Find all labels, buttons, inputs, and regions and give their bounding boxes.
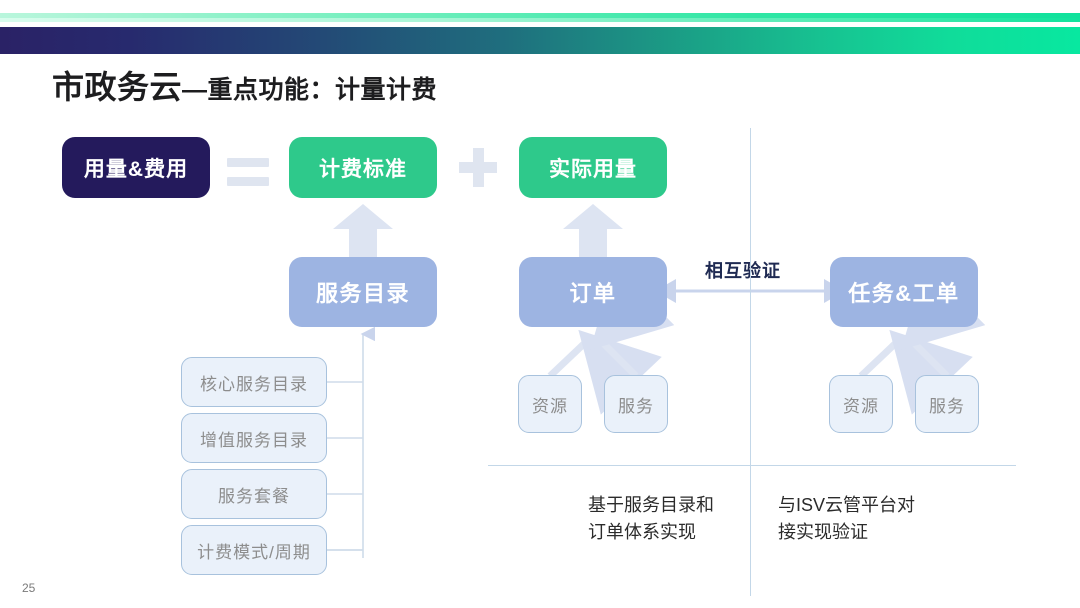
top-accent-bar-thin-secondary [0,18,1080,22]
catalog-tree-connector [327,326,375,558]
plus-bar-vertical [472,148,484,187]
page-title: 市政务云—重点功能：计量计费 [52,62,437,108]
catalog-item-3[interactable]: 计费模式/周期 [181,525,327,575]
node-order-label: 订单 [569,281,617,306]
equals-operator-icon [227,158,269,186]
task-leaf-arrows [858,265,986,415]
formula-result-box[interactable]: 用量&费用 [62,137,210,198]
catalog-item-0[interactable]: 核心服务目录 [181,357,327,407]
order-leaf-0-label: 资源 [532,396,568,416]
node-service-catalog[interactable]: 服务目录 [289,257,437,327]
task-leaf-1-label: 服务 [929,396,965,416]
catalog-item-0-label: 核心服务目录 [200,374,308,394]
order-leaf-arrows [547,265,675,415]
uparrow-order-to-usage [563,204,623,258]
node-task-ticket-label: 任务&工单 [848,281,960,306]
formula-term1-label: 计费标准 [319,157,407,181]
equals-bar-top [227,158,269,167]
mutual-verify-label: 相互验证 [705,261,781,281]
page-title-main: 市政务云 [52,69,183,105]
catalog-item-1-label: 增值服务目录 [200,430,308,450]
catalog-item-1[interactable]: 增值服务目录 [181,413,327,463]
order-leaf-1-label: 服务 [618,396,654,416]
order-leaf-1[interactable]: 服务 [604,375,668,433]
top-gradient-bar [0,27,1080,54]
catalog-item-2[interactable]: 服务套餐 [181,469,327,519]
node-order[interactable]: 订单 [519,257,667,327]
equals-bar-bottom [227,177,269,186]
formula-term2-box[interactable]: 实际用量 [519,137,667,198]
formula-term1-box[interactable]: 计费标准 [289,137,437,198]
catalog-item-2-label: 服务套餐 [218,486,290,506]
task-leaf-0-label: 资源 [843,396,879,416]
plus-operator-icon [459,148,497,187]
catalog-item-3-label: 计费模式/周期 [197,542,311,562]
horizontal-divider [488,465,1016,467]
formula-term2-label: 实际用量 [549,157,637,181]
page-title-rest: —重点功能：计量计费 [182,76,438,104]
node-task-ticket[interactable]: 任务&工单 [830,257,978,327]
task-leaf-1[interactable]: 服务 [915,375,979,433]
vertical-divider [750,128,752,596]
top-accent-bar-thin [0,13,1080,18]
caption-right: 与ISV云管平台对 接实现验证 [778,495,916,542]
order-leaf-0[interactable]: 资源 [518,375,582,433]
node-service-catalog-label: 服务目录 [315,281,410,306]
formula-result-label: 用量&费用 [83,157,189,181]
uparrow-catalog-to-standard [333,204,393,258]
caption-left: 基于服务目录和 订单体系实现 [588,495,714,542]
task-leaf-0[interactable]: 资源 [829,375,893,433]
page-number: 25 [22,581,36,595]
